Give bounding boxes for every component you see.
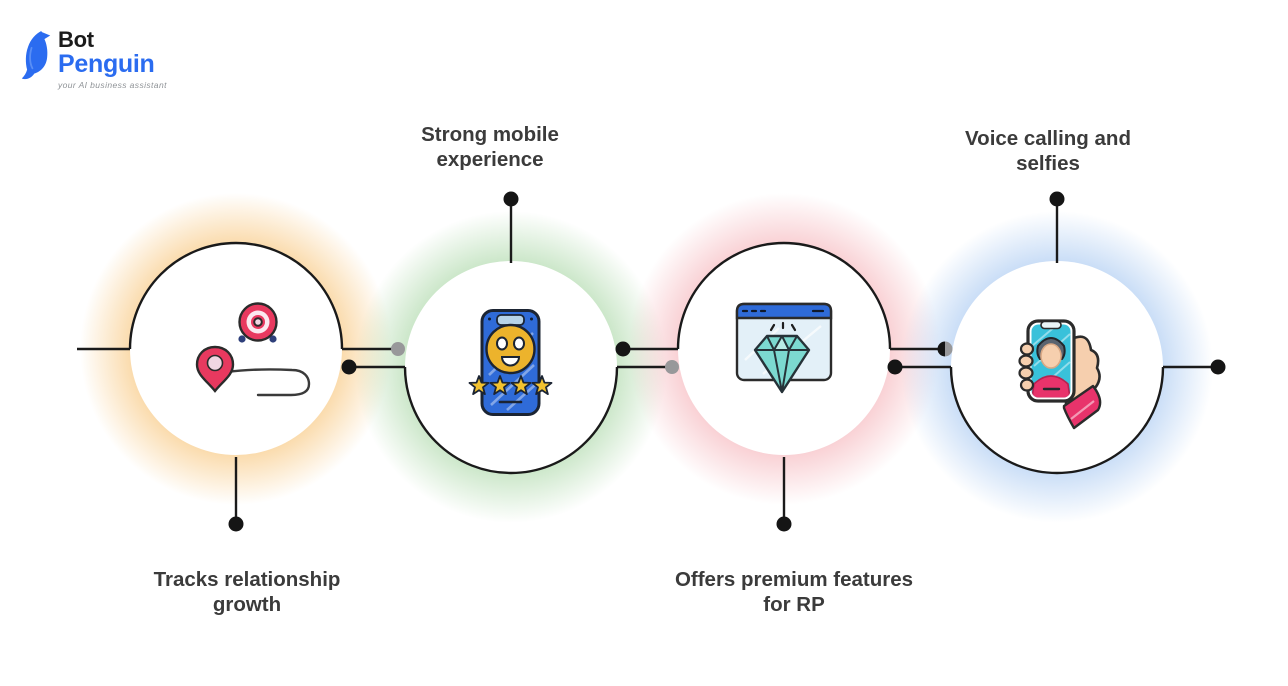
feature-1-label: Tracks relationship growth [153, 568, 341, 616]
feature-3-label: Offers premium features for RP [674, 568, 914, 616]
connector-dot-split [937, 341, 953, 357]
smiley-mouth [500, 356, 521, 367]
person-face [1040, 343, 1062, 369]
map-pin-center [206, 354, 224, 372]
feature-4-label: Voice calling and selfies [965, 127, 1131, 175]
phone-notch [496, 314, 525, 326]
logo-tagline: your AI business assistant [58, 80, 167, 90]
feature-4-label-dot [1049, 191, 1065, 207]
connector-dot-black [615, 341, 631, 357]
phone-screen [1031, 324, 1071, 398]
feature-1-label-dot [228, 516, 244, 532]
sleeve-streak [1070, 400, 1095, 420]
feature-2-arc [403, 366, 619, 475]
phone-smiley-rating-icon [468, 309, 553, 416]
hand-fingers [1018, 342, 1035, 392]
target-foot [238, 335, 246, 343]
feature-2-label-dot [503, 191, 519, 207]
target-foot [269, 335, 277, 343]
connector-dots [228, 191, 1226, 532]
feature-1-arc [128, 241, 344, 350]
connector-lines [77, 206, 1212, 517]
feature-4-arc [949, 366, 1165, 475]
phone-camera-dot [488, 317, 491, 321]
connector-dot-black [1210, 359, 1226, 375]
connector-dot-gray [665, 360, 679, 374]
browser-premium-diamond-icon [735, 302, 833, 394]
smiley-eye [513, 336, 525, 351]
diamond [753, 334, 811, 394]
browser-title-bar [735, 302, 833, 320]
connector-dot-gray [391, 342, 405, 356]
target-bullseye [253, 317, 263, 327]
hand-selfie-phone-icon [1018, 319, 1102, 430]
feature-1-circle [130, 243, 342, 455]
sparkle-lines [769, 321, 797, 332]
logo-brand-top: Bot [58, 27, 94, 52]
phone-notch [1040, 320, 1062, 330]
feature-3-arc [676, 241, 892, 350]
penguin-logo-icon [21, 31, 51, 80]
connector-dot-black [341, 359, 357, 375]
logo-text: Bot Penguin your AI business assistant [58, 28, 167, 90]
botpenguin-logo: Bot Penguin your AI business assistant [20, 28, 167, 90]
logo-brand-bottom: Penguin [58, 50, 155, 78]
feature-2-label: Strong mobile experience [421, 123, 559, 171]
feature-3-label-dot [776, 516, 792, 532]
route-path [225, 368, 311, 397]
smiley-face [485, 323, 536, 375]
smiley-eye [496, 336, 508, 351]
phone-camera-dot [530, 317, 533, 321]
location-route-target-icon [195, 302, 311, 397]
connector-dot-black [887, 359, 903, 375]
